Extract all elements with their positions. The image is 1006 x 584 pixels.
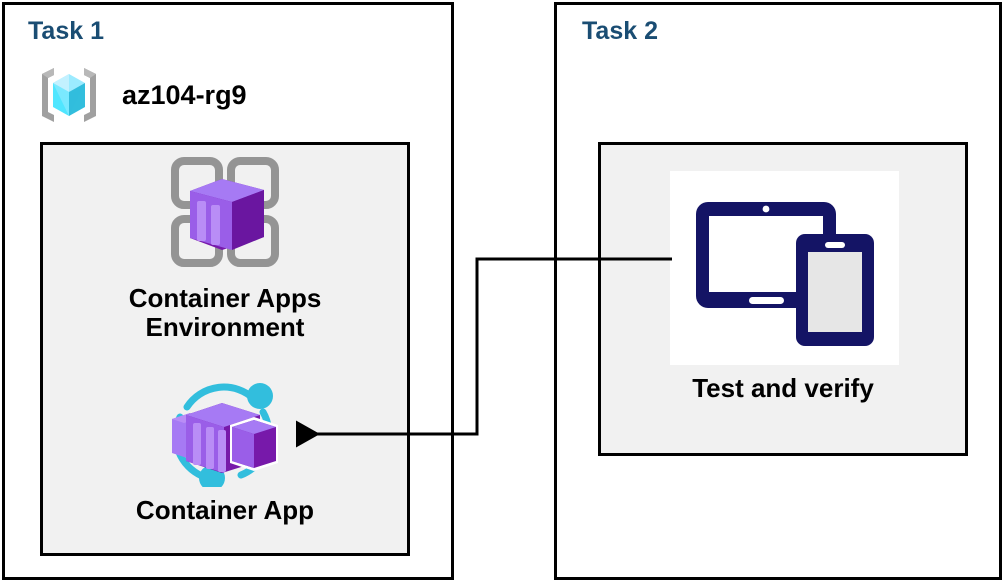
task-1-resource-panel: Container Apps Environment (40, 142, 410, 556)
container-app-label: Container App (135, 495, 315, 525)
test-and-verify-plate (670, 171, 899, 365)
task-2-resource-panel: Test and verify (598, 142, 968, 456)
task-1-title: Task 1 (28, 17, 104, 45)
resource-group-row: az104-rg9 (36, 62, 336, 128)
container-app-icon (160, 377, 290, 492)
container-apps-environment-icon (160, 153, 290, 280)
resource-group-label: az104-rg9 (122, 79, 247, 110)
resource-group-icon (36, 62, 102, 128)
test-and-verify-label: Test and verify (692, 373, 874, 403)
test-and-verify-icon (690, 186, 880, 351)
container-apps-environment-tile: Container Apps Environment (43, 153, 407, 342)
task-2-title: Task 2 (582, 17, 658, 45)
container-apps-environment-label: Container Apps Environment (128, 283, 322, 343)
container-app-tile: Container App (43, 377, 407, 525)
